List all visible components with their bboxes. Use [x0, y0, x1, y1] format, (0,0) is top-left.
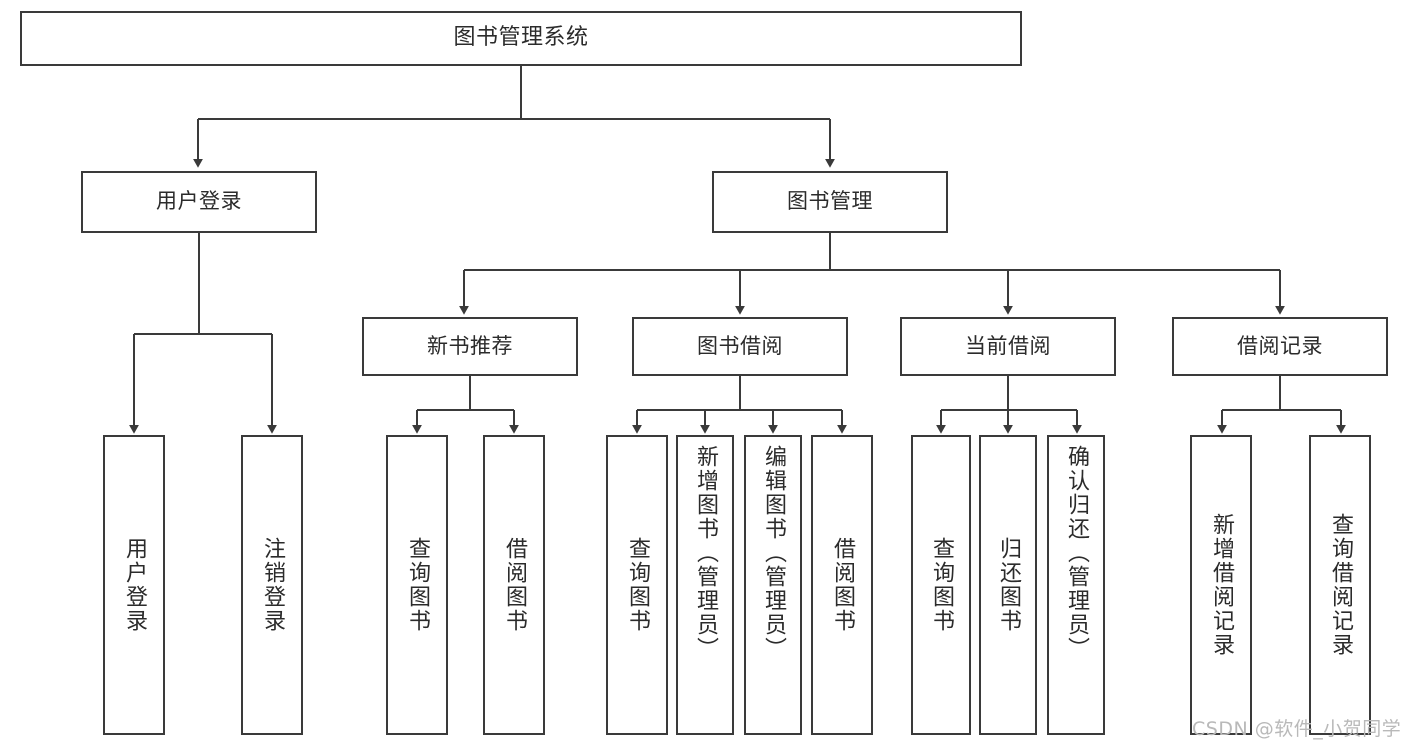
leaf-edit-book-admin[interactable]: 编辑图书（管理员） — [744, 435, 802, 735]
node-root-book-management-system[interactable]: 图书管理系统 — [20, 11, 1022, 66]
node-label: 注销登录 — [260, 537, 285, 633]
node-label: 新书推荐 — [427, 333, 513, 358]
node-label: 借阅记录 — [1237, 333, 1323, 358]
node-current-borrowing[interactable]: 当前借阅 — [900, 317, 1116, 376]
leaf-query-book-borrow[interactable]: 查询图书 — [606, 435, 668, 735]
node-book-borrowing[interactable]: 图书借阅 — [632, 317, 848, 376]
node-label: 查询借阅记录 — [1328, 513, 1353, 657]
node-label: 查询图书 — [405, 537, 430, 633]
leaf-confirm-return-admin[interactable]: 确认归还（管理员） — [1047, 435, 1105, 735]
csdn-watermark: CSDN @软件_小贺同学 — [1192, 718, 1402, 740]
node-label: 新增图书（管理员） — [693, 445, 718, 661]
node-label: 用户登录 — [122, 537, 147, 633]
node-label: 借阅图书 — [502, 537, 527, 633]
node-label: 图书借阅 — [697, 333, 783, 358]
leaf-query-book-current[interactable]: 查询图书 — [911, 435, 971, 735]
node-label: 编辑图书（管理员） — [761, 445, 786, 661]
node-label: 查询图书 — [929, 537, 954, 633]
leaf-query-book-new-rec[interactable]: 查询图书 — [386, 435, 448, 735]
node-book-management[interactable]: 图书管理 — [712, 171, 948, 233]
node-label: 查询图书 — [625, 537, 650, 633]
leaf-query-borrow-record[interactable]: 查询借阅记录 — [1309, 435, 1371, 735]
node-label: 归还图书 — [996, 537, 1021, 633]
node-user-login[interactable]: 用户登录 — [81, 171, 317, 233]
node-label: 新增借阅记录 — [1209, 513, 1234, 657]
node-label: 当前借阅 — [965, 333, 1051, 358]
node-label: 借阅图书 — [830, 537, 855, 633]
node-label: 图书管理系统 — [453, 25, 589, 51]
leaf-borrow-book-new-rec[interactable]: 借阅图书 — [483, 435, 545, 735]
node-borrowing-records[interactable]: 借阅记录 — [1172, 317, 1388, 376]
leaf-add-borrow-record[interactable]: 新增借阅记录 — [1190, 435, 1252, 735]
leaf-return-book[interactable]: 归还图书 — [979, 435, 1037, 735]
leaf-borrow-book-borrow[interactable]: 借阅图书 — [811, 435, 873, 735]
leaf-logout[interactable]: 注销登录 — [241, 435, 303, 735]
leaf-add-book-admin[interactable]: 新增图书（管理员） — [676, 435, 734, 735]
node-new-book-recommendation[interactable]: 新书推荐 — [362, 317, 578, 376]
node-label: 用户登录 — [156, 189, 242, 214]
node-label: 图书管理 — [787, 189, 873, 214]
leaf-user-login[interactable]: 用户登录 — [103, 435, 165, 735]
node-label: 确认归还（管理员） — [1064, 445, 1089, 661]
